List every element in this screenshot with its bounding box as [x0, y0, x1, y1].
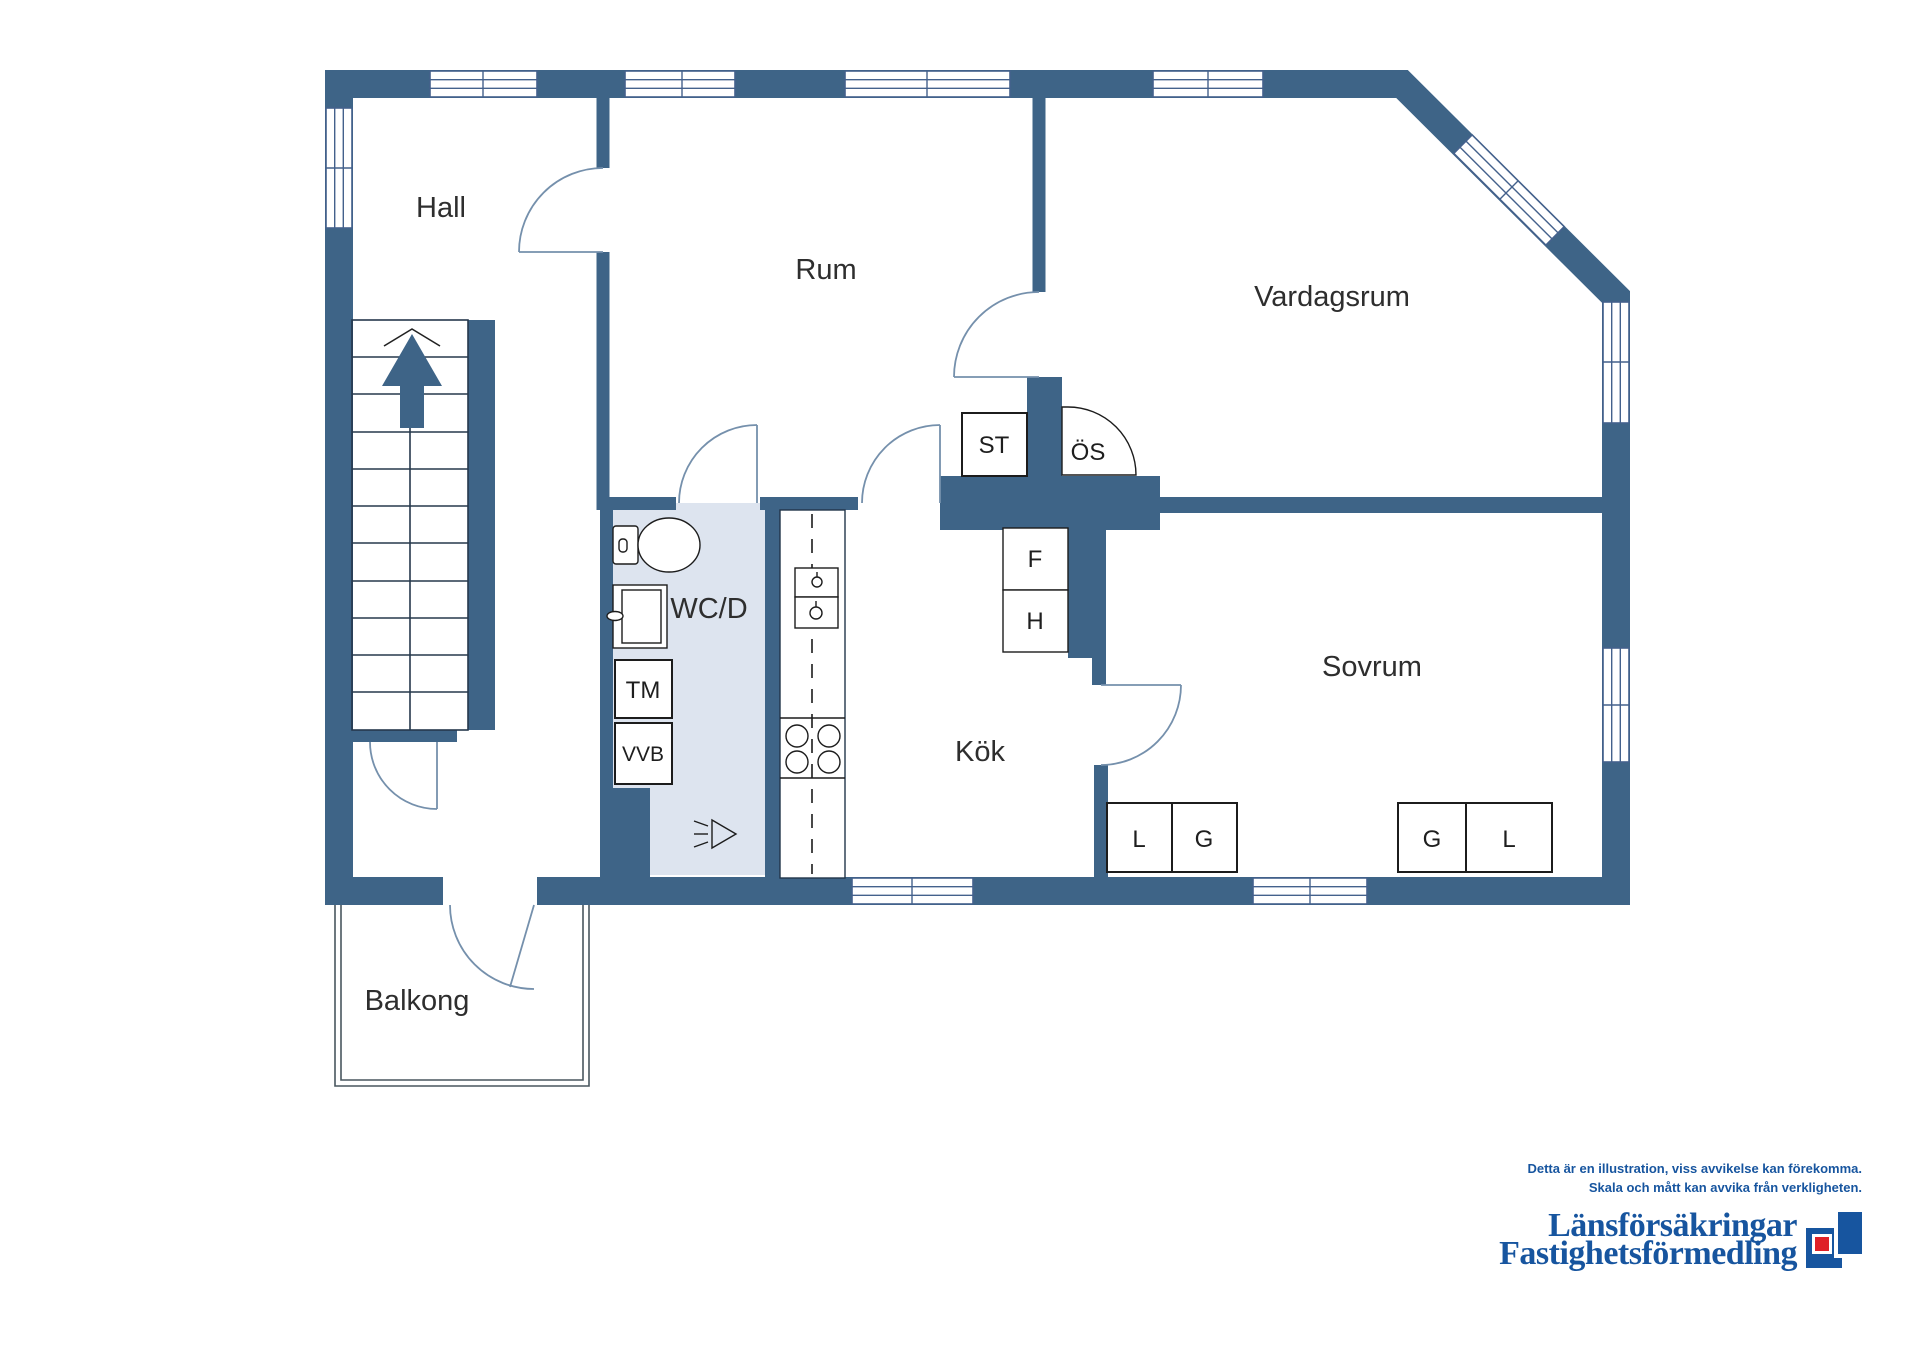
window-top-3: [844, 70, 1011, 98]
door-sovrum: [1100, 684, 1182, 766]
kitchen-counter: [779, 509, 846, 879]
closet-g1-box: [1171, 802, 1238, 873]
fixture-boxes: [614, 406, 1553, 873]
brand-line-1: Länsförsäkringar: [1548, 1206, 1797, 1244]
window-left: [325, 107, 353, 229]
washbasin-icon: [606, 584, 668, 649]
closet-l2-box: [1465, 802, 1553, 873]
closet-st-box: [961, 412, 1028, 477]
label-h: H: [1026, 608, 1043, 635]
label-l1: L: [1132, 826, 1145, 853]
footer: Detta är en illustration, viss avvikelse…: [1499, 1160, 1862, 1272]
window-right-2: [1602, 647, 1630, 763]
bathroom-fixtures: [606, 517, 738, 850]
disclaimer-text: Detta är en illustration, viss avvikelse…: [1499, 1160, 1862, 1198]
label-vvb: VVB: [622, 743, 664, 766]
fireplace-os-shape: [1061, 406, 1137, 476]
kitchen-sink-icon: [794, 567, 839, 629]
label-g2: G: [1423, 826, 1442, 853]
label-os: ÖS: [1071, 439, 1106, 466]
window-diagonal: [1452, 133, 1566, 247]
label-f: F: [1028, 546, 1043, 573]
window-top-2: [624, 70, 736, 98]
door-vardagsrum: [953, 291, 1040, 378]
stairs-up-arrow-icon: [382, 328, 442, 428]
balcony-door-opening: [443, 876, 537, 906]
door-kok: [861, 424, 941, 504]
label-wc: WC/D: [670, 593, 747, 625]
disclaimer-line-2: Skala och mått kan avvika från verklighe…: [1588, 1179, 1862, 1195]
staircase: [351, 319, 469, 731]
door-wc: [678, 424, 758, 504]
label-st: ST: [979, 432, 1010, 459]
label-sovrum: Sovrum: [1322, 651, 1422, 683]
heater-vvb-box: [614, 722, 673, 785]
door-stairs: [369, 741, 438, 810]
toilet-icon: [612, 517, 701, 573]
label-kok: Kök: [955, 736, 1005, 768]
label-vardagsrum: Vardagsrum: [1254, 281, 1410, 313]
windows: [325, 70, 1630, 905]
spotlight-icon: [693, 818, 738, 850]
brand-mark-icon: [1806, 1211, 1862, 1268]
brand-wordmark: Länsförsäkringar Fastighetsförmedling: [1499, 1206, 1797, 1272]
label-l2: L: [1502, 826, 1515, 853]
door-hall-rum: [518, 167, 604, 253]
washer-tm-box: [614, 659, 673, 719]
label-rum: Rum: [795, 254, 856, 286]
window-top-4: [1152, 70, 1264, 98]
disclaimer-line-1: Detta är en illustration, viss avvikelse…: [1527, 1161, 1862, 1176]
balcony-outline: [334, 905, 590, 1087]
doors: [369, 167, 1182, 990]
room-labels: Hall Rum Vardagsrum WC/D Kök Sovrum Balk…: [365, 192, 1422, 1017]
fixture-labels: ST ÖS F H TM VVB L G G L: [622, 432, 1516, 853]
label-g1: G: [1195, 826, 1214, 853]
door-balcony: [449, 904, 535, 990]
label-hall: Hall: [416, 192, 466, 224]
interior-walls: [352, 98, 1603, 878]
label-balkong: Balkong: [365, 985, 470, 1017]
window-right-1: [1602, 301, 1630, 424]
window-bottom-sovrum: [1252, 877, 1368, 905]
label-tm: TM: [626, 677, 661, 704]
brand-line-2: Fastighetsförmedling: [1499, 1234, 1797, 1272]
stove-icon: [780, 717, 845, 779]
brand-logo: Länsförsäkringar Fastighetsförmedling: [1499, 1206, 1862, 1272]
window-top-1: [429, 70, 538, 98]
window-bottom-kok: [851, 877, 974, 905]
cupboard-h-box: [1002, 589, 1069, 653]
